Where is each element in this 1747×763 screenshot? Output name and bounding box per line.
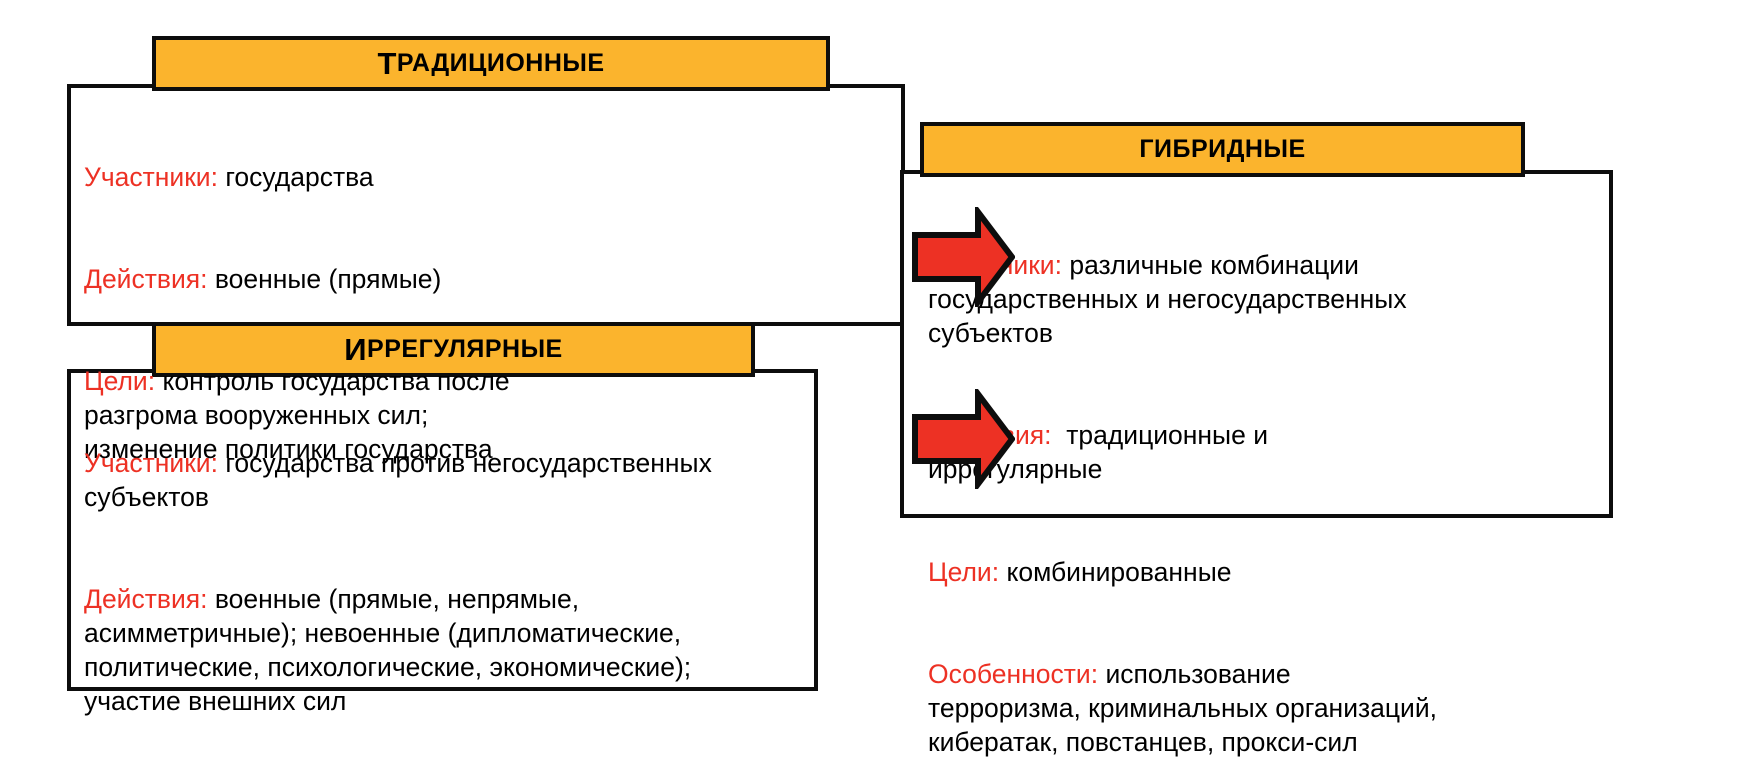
card-header-irregular-rest: РРЕГУЛЯРНЫЕ [367, 335, 563, 363]
row-label-osobennosti: Особенности: [928, 658, 1099, 689]
row-tseli: Цели: комбинированные [928, 555, 1618, 589]
row-deystviya: Действия: военные (прямые) [84, 262, 904, 296]
row-value-tseli: контроль государства после разгрома воор… [84, 366, 510, 465]
arrow-irregular-to-hybrid [912, 385, 1016, 493]
card-body-irregular [67, 369, 818, 691]
card-header-hybrid-label: ГИБРИДНЫЕ [1139, 135, 1306, 163]
card-text-hybrid: Участники: различные комбинации государс… [928, 180, 1618, 763]
right-arrow-icon [912, 203, 1016, 311]
card-text-irregular: Участники: государства против негосударс… [84, 378, 824, 763]
row-value-osobennosti: использование терроризма, криминальных о… [928, 658, 1438, 757]
row-label-deystviya: Действия: [84, 584, 208, 615]
row-label-deystviya: Действия: [84, 264, 208, 295]
row-value-deystviya: военные (прямые) [207, 264, 442, 295]
row-osobennosti: Особенности: использование терроризма, к… [928, 657, 1618, 759]
row-value-uchastniki: государства [217, 162, 374, 193]
row-deystviya: Действия: военные (прямые, непрямые, аси… [84, 582, 824, 718]
card-body-hybrid [900, 170, 1613, 518]
card-header-traditional-rest: РАДИЦИОННЫЕ [396, 49, 605, 77]
card-text-traditional: Участники: государства Действия: военные… [84, 92, 904, 535]
row-deystviya: Действия: традиционные и иррегулярные [928, 418, 1618, 486]
row-value-uchastniki: государства против негосударственных суб… [84, 448, 712, 513]
row-label-uchastniki: Участники: [84, 162, 218, 193]
row-uchastniki: Участники: государства [84, 160, 904, 194]
row-value-tseli: комбинированные [999, 556, 1232, 587]
card-header-irregular-cap: И [344, 332, 368, 367]
card-header-traditional-cap: Т [377, 46, 397, 81]
row-value-deystviya: военные (прямые, непрямые, асимметричные… [84, 584, 692, 717]
card-header-hybrid: ГИБРИДНЫЕ [920, 122, 1525, 177]
row-uchastniki: Участники: государства против негосударс… [84, 446, 824, 514]
row-label-tseli: Цели: [84, 366, 156, 397]
arrow-traditional-to-hybrid [912, 203, 1016, 311]
row-label-tseli: Цели: [928, 556, 1000, 587]
row-tseli: Цели: контроль государства после разгром… [84, 364, 904, 466]
row-value-uchastniki: различные комбинации государственных и н… [928, 250, 1407, 349]
right-arrow-icon [912, 385, 1016, 493]
row-label-uchastniki: Участники: [84, 448, 218, 479]
row-uchastniki: Участники: различные комбинации государс… [928, 248, 1618, 350]
